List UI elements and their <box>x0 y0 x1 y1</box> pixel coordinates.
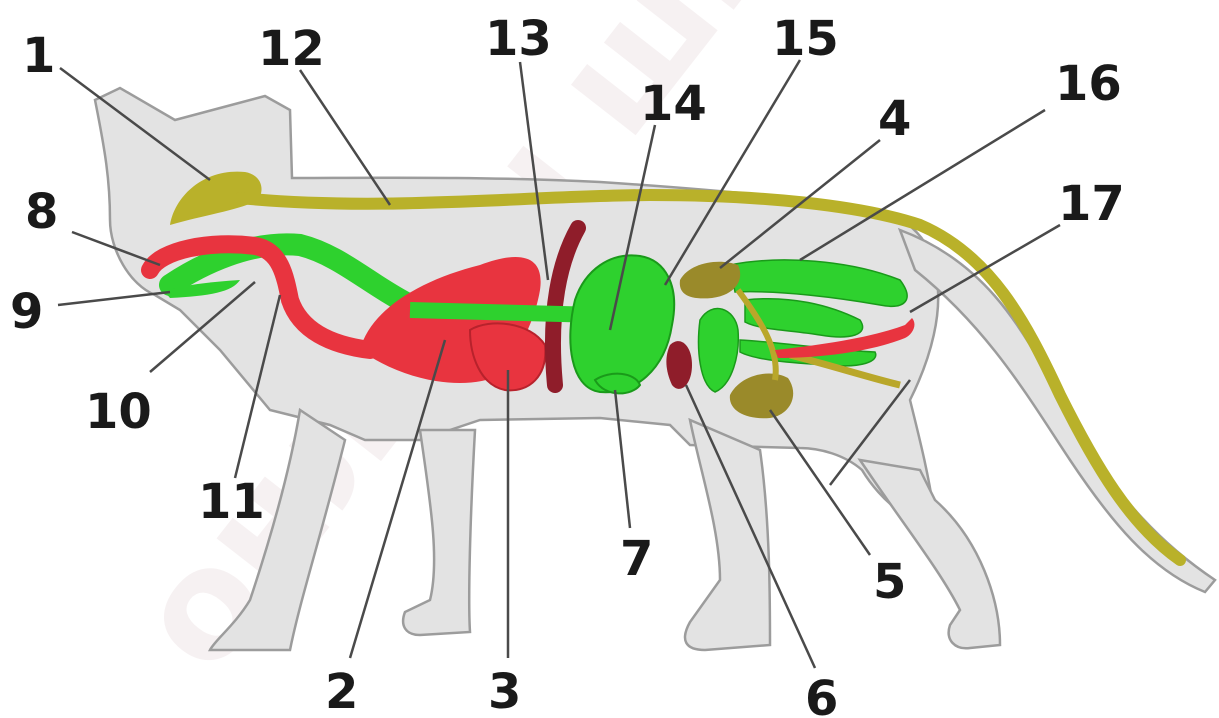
leader-9 <box>58 292 170 305</box>
label-12: 12 <box>258 21 325 77</box>
label-3: 3 <box>488 664 521 718</box>
label-14: 14 <box>640 76 707 132</box>
label-2: 2 <box>325 664 358 718</box>
label-16: 16 <box>1055 56 1122 112</box>
label-10: 10 <box>85 384 152 440</box>
label-15: 15 <box>772 11 839 67</box>
label-7: 7 <box>620 531 653 587</box>
label-4: 4 <box>878 91 911 147</box>
label-5: 5 <box>873 554 906 610</box>
label-1: 1 <box>22 28 55 84</box>
label-9: 9 <box>10 284 43 340</box>
label-8: 8 <box>25 184 58 240</box>
label-11: 11 <box>198 474 265 530</box>
label-17: 17 <box>1058 176 1125 232</box>
label-13: 13 <box>485 11 552 67</box>
label-6: 6 <box>805 671 838 718</box>
